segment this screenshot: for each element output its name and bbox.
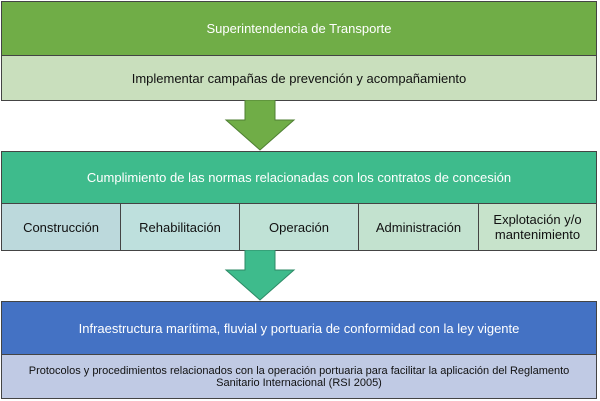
item-construccion: Construcción bbox=[1, 203, 121, 251]
level1-subtitle: Implementar campañas de prevención y aco… bbox=[131, 70, 467, 86]
level3-subtitle-box: Protocolos y procedimientos relacionados… bbox=[1, 354, 597, 399]
down-arrow-icon bbox=[224, 100, 296, 151]
item-rehabilitacion: Rehabilitación bbox=[120, 203, 240, 251]
level2-title: Cumplimiento de las normas relacionadas … bbox=[86, 170, 512, 185]
level1-title: Superintendencia de Transporte bbox=[206, 21, 392, 36]
level2-title-box: Cumplimiento de las normas relacionadas … bbox=[1, 151, 597, 204]
item-label: Operación bbox=[269, 219, 329, 235]
down-arrow-icon bbox=[224, 250, 296, 301]
level1-title-box: Superintendencia de Transporte bbox=[1, 1, 597, 56]
level3-title: Infraestructura marítima, fluvial y port… bbox=[78, 320, 520, 336]
item-operacion: Operación bbox=[239, 203, 359, 251]
item-label: Rehabilitación bbox=[139, 219, 221, 235]
item-administracion: Administración bbox=[358, 203, 479, 251]
item-label: Explotación y/o mantenimiento bbox=[493, 212, 582, 242]
level3-title-box: Infraestructura marítima, fluvial y port… bbox=[1, 301, 597, 355]
item-explotacion: Explotación y/o mantenimiento bbox=[478, 203, 597, 251]
item-label: Administración bbox=[375, 219, 462, 235]
item-label: Construcción bbox=[23, 219, 99, 235]
level3-subtitle: Protocolos y procedimientos relacionados… bbox=[28, 364, 570, 389]
level1-subtitle-box: Implementar campañas de prevención y aco… bbox=[1, 55, 597, 101]
